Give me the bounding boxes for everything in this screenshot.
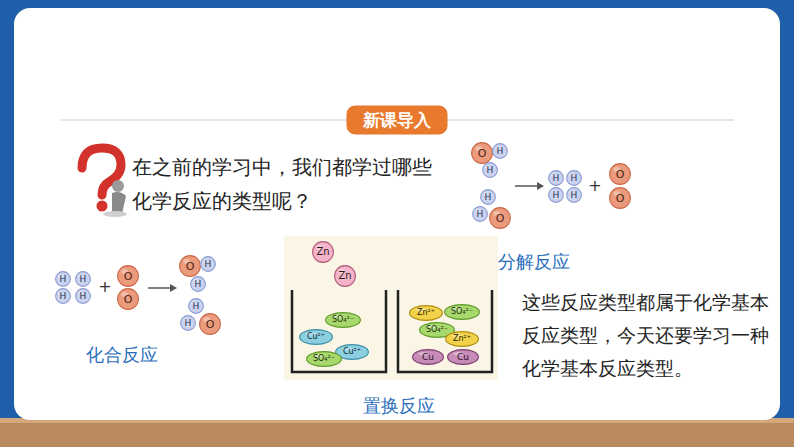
oxygen-atom: O [117, 288, 139, 310]
explanation-text: 这些反应类型都属于化学基本反应类型，今天还要学习一种化学基本反应类型。 [522, 286, 770, 385]
node-text: O [616, 169, 625, 180]
node-text: H [553, 174, 560, 183]
node-text: H [477, 210, 484, 219]
node-text: O [124, 271, 133, 282]
zinc-atom: Zn [334, 265, 356, 287]
node-text: H [80, 275, 87, 284]
node-text: SO₄²⁻ [313, 355, 335, 363]
node-text: Zn²⁺ [417, 309, 435, 317]
copper-ion: Cu²⁺ [299, 329, 333, 345]
zinc-atom: Zn [312, 241, 334, 263]
hydrogen-atom: H [482, 162, 498, 178]
hydrogen-atom: H [75, 271, 91, 287]
node-text: Zn [338, 271, 351, 281]
node-text: H [60, 275, 67, 284]
node-text: H [485, 193, 492, 202]
copper-atom: Cu [412, 349, 444, 365]
zinc-ion: Zn²⁺ [409, 305, 443, 321]
sulfate-ion: SO₄²⁻ [306, 351, 342, 367]
title-banner: 新课导入 [347, 106, 447, 134]
node-text: H [487, 166, 494, 175]
question-icon [82, 148, 127, 217]
oxygen-atom: O [117, 265, 139, 287]
plus-sign: + [588, 176, 602, 196]
oxygen-atom: O [471, 142, 493, 164]
node-text: Cu²⁺ [343, 348, 361, 356]
oxygen-atom: O [179, 255, 201, 277]
sulfate-ion: SO₄²⁻ [444, 304, 480, 320]
oxygen-atom: O [609, 187, 631, 209]
copper-atom: Cu [447, 349, 479, 365]
node-text: Zn [316, 247, 329, 257]
node-text: H [205, 260, 212, 269]
oxygen-atom: O [609, 163, 631, 185]
hydrogen-atom: H [480, 189, 496, 205]
node-text: SO₄²⁻ [332, 316, 354, 324]
wood-floor [0, 418, 794, 447]
question-text: 在之前的学习中，我们都学过哪些化学反应的类型呢？ [132, 150, 442, 218]
reaction-type: 置换反应 [344, 394, 454, 418]
node-text: H [497, 147, 504, 156]
plus-sign: + [98, 277, 112, 297]
hydrogen-atom: H [472, 206, 488, 222]
node-text: H [571, 174, 578, 183]
node-text: Cu [422, 353, 434, 362]
beaker [292, 290, 386, 372]
hydrogen-atom: H [200, 256, 216, 272]
node-text: 新课导入 [363, 112, 431, 129]
hydrogen-atom: H [548, 170, 564, 186]
hydrogen-atom: H [180, 315, 196, 331]
node-text: O [478, 148, 487, 159]
hydrogen-atom: H [548, 187, 564, 203]
node-text: Cu²⁺ [307, 333, 325, 341]
illustration-panel [284, 236, 498, 380]
node-text: O [124, 294, 133, 305]
slide-panel [14, 8, 780, 420]
node-text: H [553, 191, 560, 200]
node-text: H [80, 292, 87, 301]
hydrogen-atom: H [566, 187, 582, 203]
node-text: H [60, 292, 67, 301]
node-text: O [186, 261, 195, 272]
node-text: SO₄²⁻ [426, 326, 448, 334]
reaction-type: 化合反应 [86, 343, 196, 367]
node-text: H [571, 191, 578, 200]
hydrogen-atom: H [55, 288, 71, 304]
node-text: O [496, 213, 505, 224]
hydrogen-atom: H [188, 298, 204, 314]
reaction-type: 分解反应 [498, 250, 608, 274]
oxygen-atom: O [489, 207, 511, 229]
node-text: Cu [457, 353, 469, 362]
hydrogen-atom: H [190, 276, 206, 292]
zinc-ion: Zn²⁺ [445, 331, 479, 347]
beaker [398, 290, 492, 372]
node-text: O [616, 193, 625, 204]
hydrogen-atom: H [492, 143, 508, 159]
hydrogen-atom: H [566, 170, 582, 186]
node-text: O [206, 319, 215, 330]
sulfate-ion: SO₄²⁻ [325, 312, 361, 328]
node-text: Zn²⁺ [453, 335, 471, 343]
node-text: H [185, 319, 192, 328]
node-text: H [195, 280, 202, 289]
node-text: H [193, 302, 200, 311]
hydrogen-atom: H [55, 271, 71, 287]
node-text: SO₄²⁻ [451, 308, 473, 316]
hydrogen-atom: H [75, 288, 91, 304]
oxygen-atom: O [199, 313, 221, 335]
